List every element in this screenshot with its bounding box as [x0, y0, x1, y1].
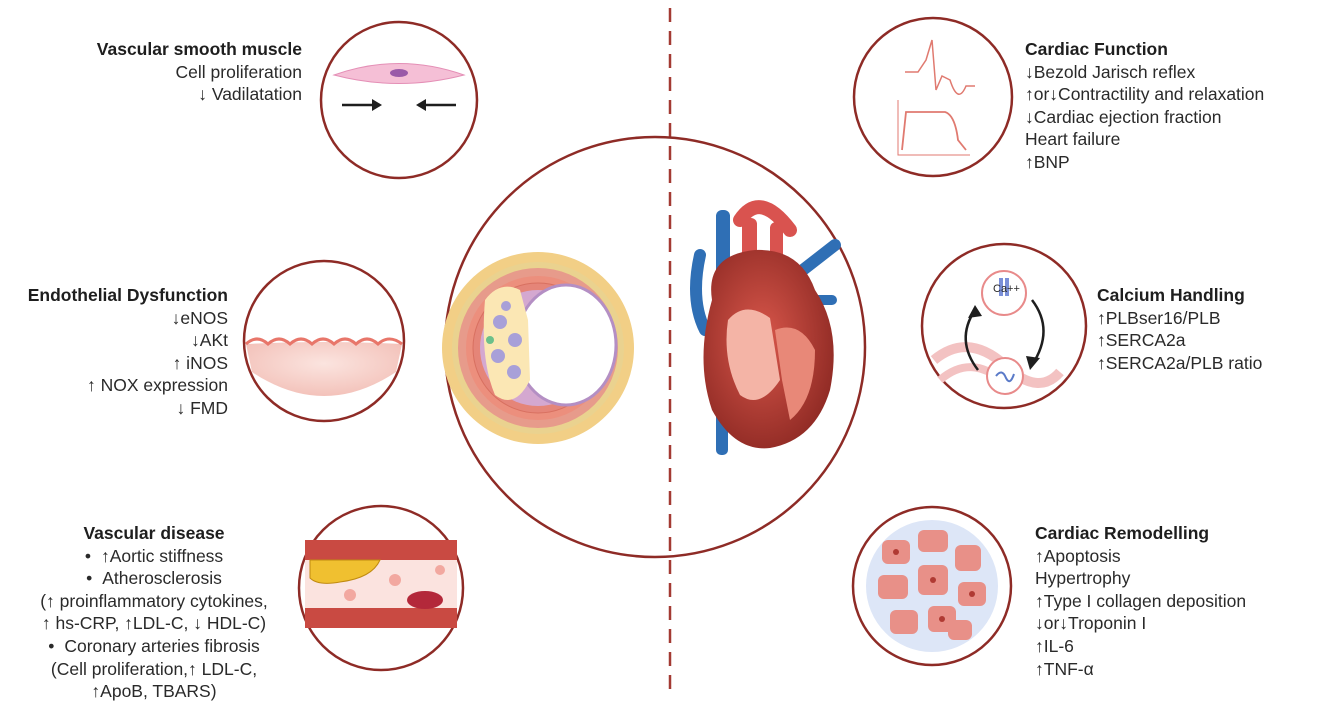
- cardiac-remodelling-line: Hypertrophy: [1035, 567, 1315, 590]
- vascular-disease-title: Vascular disease: [4, 522, 304, 545]
- cardiac-remodelling-title: Cardiac Remodelling: [1035, 522, 1315, 545]
- vascular-disease-line: (↑ proinflammatory cytokines,: [4, 590, 304, 613]
- cardiac-remodelling-icon: [853, 507, 1011, 665]
- cardiac-function-line: Heart failure: [1025, 128, 1315, 151]
- cardiac-function-icon: [854, 18, 1012, 176]
- vascular-smooth-muscle-block: Vascular smooth muscle Cell proliferatio…: [40, 38, 302, 106]
- calcium-handling-icon: [922, 244, 1086, 408]
- artery-cross-section: [442, 252, 634, 444]
- cardiac-function-title: Cardiac Function: [1025, 38, 1315, 61]
- endothelial-line: ↑ NOX expression: [6, 374, 228, 397]
- vascular-disease-line: ↑ApoB, TBARS): [4, 680, 304, 703]
- cardiac-remodelling-block: Cardiac Remodelling ↑Apoptosis Hypertrop…: [1035, 522, 1315, 680]
- calcium-handling-block: Calcium Handling ↑PLBser16/PLB ↑SERCA2a …: [1097, 284, 1312, 374]
- vascular-disease-line: Coronary arteries fibrosis: [4, 635, 304, 658]
- endothelial-line: ↓ FMD: [6, 397, 228, 420]
- vascular-smooth-muscle-line: Cell proliferation: [40, 61, 302, 84]
- heart-illustration: [696, 207, 835, 455]
- cardiac-remodelling-line: ↑IL-6: [1035, 635, 1315, 658]
- endothelial-dysfunction-title: Endothelial Dysfunction: [6, 284, 228, 307]
- vascular-disease-line: (Cell proliferation,↑ LDL-C,: [4, 658, 304, 681]
- cardiac-remodelling-line: ↑Type I collagen deposition: [1035, 590, 1315, 613]
- cardiac-function-line: ↓Bezold Jarisch reflex: [1025, 61, 1315, 84]
- calcium-handling-line: ↑SERCA2a: [1097, 329, 1312, 352]
- smooth-muscle-icon: [321, 22, 477, 178]
- calcium-handling-line: ↑PLBser16/PLB: [1097, 307, 1312, 330]
- vascular-disease-icon: [299, 506, 463, 670]
- cardiac-function-line: ↑or↓Contractility and relaxation: [1025, 83, 1315, 106]
- endothelial-line: ↓eNOS: [6, 307, 228, 330]
- endothelium-icon: [244, 261, 404, 421]
- cardiac-remodelling-line: ↑TNF-α: [1035, 658, 1315, 681]
- calcium-label: Ca++: [993, 283, 1020, 295]
- cardiac-function-line: ↓Cardiac ejection fraction: [1025, 106, 1315, 129]
- vascular-disease-line: ↑Aortic stiffness: [4, 545, 304, 568]
- endothelial-line: ↑ iNOS: [6, 352, 228, 375]
- endothelial-dysfunction-block: Endothelial Dysfunction ↓eNOS ↓AKt ↑ iNO…: [6, 284, 228, 420]
- cardiac-function-line: ↑BNP: [1025, 151, 1315, 174]
- calcium-handling-title: Calcium Handling: [1097, 284, 1312, 307]
- vascular-smooth-muscle-line: ↓ Vadilatation: [40, 83, 302, 106]
- vascular-disease-line: ↑ hs-CRP, ↑LDL-C, ↓ HDL-C): [4, 612, 304, 635]
- vascular-disease-block: Vascular disease ↑Aortic stiffness Ather…: [4, 522, 304, 703]
- endothelial-line: ↓AKt: [6, 329, 228, 352]
- cardiac-function-block: Cardiac Function ↓Bezold Jarisch reflex …: [1025, 38, 1315, 174]
- vascular-smooth-muscle-title: Vascular smooth muscle: [40, 38, 302, 61]
- calcium-handling-line: ↑SERCA2a/PLB ratio: [1097, 352, 1312, 375]
- vascular-disease-line: Atherosclerosis: [4, 567, 304, 590]
- cardiac-remodelling-line: ↓or↓Troponin I: [1035, 612, 1315, 635]
- cardiac-remodelling-line: ↑Apoptosis: [1035, 545, 1315, 568]
